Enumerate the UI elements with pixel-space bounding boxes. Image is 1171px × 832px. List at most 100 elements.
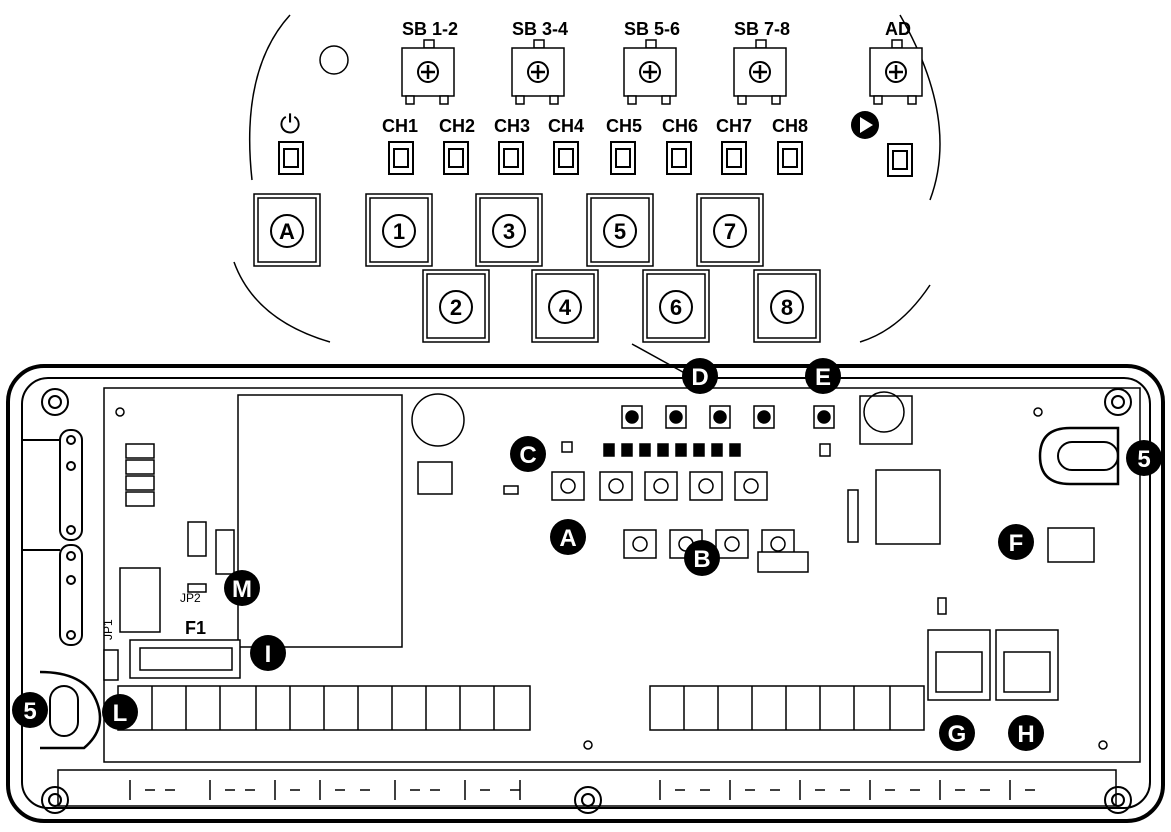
callout-c: C (510, 436, 546, 472)
svg-text:H: H (1017, 721, 1034, 748)
button-a-label: A (279, 219, 295, 244)
board-leds (561, 441, 831, 457)
dip-switch (1047, 527, 1095, 563)
svg-text:L: L (113, 700, 128, 727)
svg-text:5: 5 (23, 698, 36, 725)
potentiometers (401, 39, 923, 105)
terminal-block-left (119, 567, 161, 633)
channel-label-ch6: CH6 (662, 116, 698, 136)
pot-label-ad: AD (885, 19, 911, 39)
board-pots (621, 405, 835, 429)
zoom-outline-right-bottom (859, 284, 931, 343)
button-a: A (253, 193, 321, 267)
enclosure (6, 364, 1165, 823)
rj-sockets (927, 629, 1059, 701)
zoom-mount-hole (319, 45, 349, 75)
callout-5-left: 5 (12, 692, 48, 728)
callouts: A B C D E F G H I L M 5 5 (12, 358, 1162, 751)
button-1: 1 (365, 193, 433, 267)
channel-label-ch2: CH2 (439, 116, 475, 136)
pot-sb12 (401, 39, 455, 105)
capacitor-large (411, 393, 465, 447)
corner-screws (41, 388, 1132, 814)
callout-m: M (224, 570, 260, 606)
svg-text:B: B (693, 546, 710, 573)
button-7: 7 (696, 193, 764, 267)
led-ch5 (610, 141, 636, 175)
svg-text:G: G (948, 721, 967, 748)
button-7-label: 7 (724, 219, 736, 244)
callout-i: I (250, 635, 286, 671)
pot-labels: SB 1-2 SB 3-4 SB 5-6 SB 7-8 AD (402, 19, 911, 39)
pot-label-sb78: SB 7-8 (734, 19, 790, 39)
button-4: 4 (531, 269, 599, 343)
pot-sb78 (733, 39, 787, 105)
button-5-label: 5 (614, 219, 626, 244)
callout-5-right: 5 (1126, 440, 1162, 476)
button-2-label: 2 (450, 295, 462, 320)
pot-label-sb34: SB 3-4 (512, 19, 568, 39)
led-ch4 (553, 141, 579, 175)
channel-labels: CH1 CH2 CH3 CH4 CH5 CH6 CH7 CH8 (382, 116, 808, 136)
button-4-label: 4 (559, 295, 572, 320)
callout-h: H (1008, 715, 1044, 751)
resistor-2 (215, 529, 235, 575)
pot-label-sb12: SB 1-2 (402, 19, 458, 39)
leds (278, 141, 913, 177)
enclosure-outer (6, 364, 1165, 823)
svg-text:A: A (559, 525, 576, 552)
transformer (237, 394, 403, 648)
led-ch1 (388, 141, 414, 175)
smd-near-rj (937, 597, 947, 615)
button-8-label: 8 (781, 295, 793, 320)
zoom-outline-left-top (248, 14, 291, 181)
buttons-top-row: A 1 3 5 7 (253, 193, 764, 267)
callout-e: E (805, 358, 841, 394)
callout-l: L (102, 694, 138, 730)
fuse-label: F1 (185, 618, 206, 638)
channel-label-ch7: CH7 (716, 116, 752, 136)
channel-label-ch5: CH5 (606, 116, 642, 136)
callout-b: B (684, 540, 720, 576)
ic-small (757, 551, 809, 573)
jumper-jp1-pad (103, 649, 119, 681)
callout-f: F (998, 524, 1034, 560)
slot-holes (39, 426, 1120, 750)
channel-label-ch8: CH8 (772, 116, 808, 136)
callout-d: D (682, 358, 718, 394)
button-3-label: 3 (503, 219, 515, 244)
svg-text:5: 5 (1137, 446, 1150, 473)
button-1-label: 1 (393, 219, 405, 244)
jumper-jp1-label: JP1 (101, 619, 115, 640)
button-3: 3 (475, 193, 543, 267)
svg-text:E: E (815, 364, 831, 391)
fuse (139, 647, 233, 671)
led-power (278, 141, 304, 175)
channel-label-ch1: CH1 (382, 116, 418, 136)
led-play (887, 143, 913, 177)
channel-label-ch3: CH3 (494, 116, 530, 136)
buzzer (863, 391, 905, 433)
pcb-outline (103, 387, 1141, 763)
zoom-detail (233, 14, 941, 343)
header-pins (847, 489, 859, 543)
pcb-components: JP2 JP1 F1 (101, 391, 1095, 731)
led-ch2 (443, 141, 469, 175)
play-icon (851, 111, 879, 139)
button-8: 8 (753, 269, 821, 343)
buzzer-outline (859, 395, 913, 445)
buttons-bottom-row: 2 4 6 8 (422, 269, 821, 343)
led-ch6 (666, 141, 692, 175)
enclosure-inner (21, 377, 1151, 809)
zoom-outline-left-bottom (233, 261, 331, 343)
left-glands (22, 429, 83, 646)
board-buttons (551, 471, 795, 559)
svg-text:M: M (232, 576, 252, 603)
pcb-holes (115, 407, 1108, 750)
svg-text:F: F (1009, 530, 1024, 557)
relay-pins (125, 443, 155, 507)
jumper-jp2-label: JP2 (180, 591, 201, 605)
pot-label-sb56: SB 5-6 (624, 19, 680, 39)
callout-d-leader (631, 343, 691, 377)
